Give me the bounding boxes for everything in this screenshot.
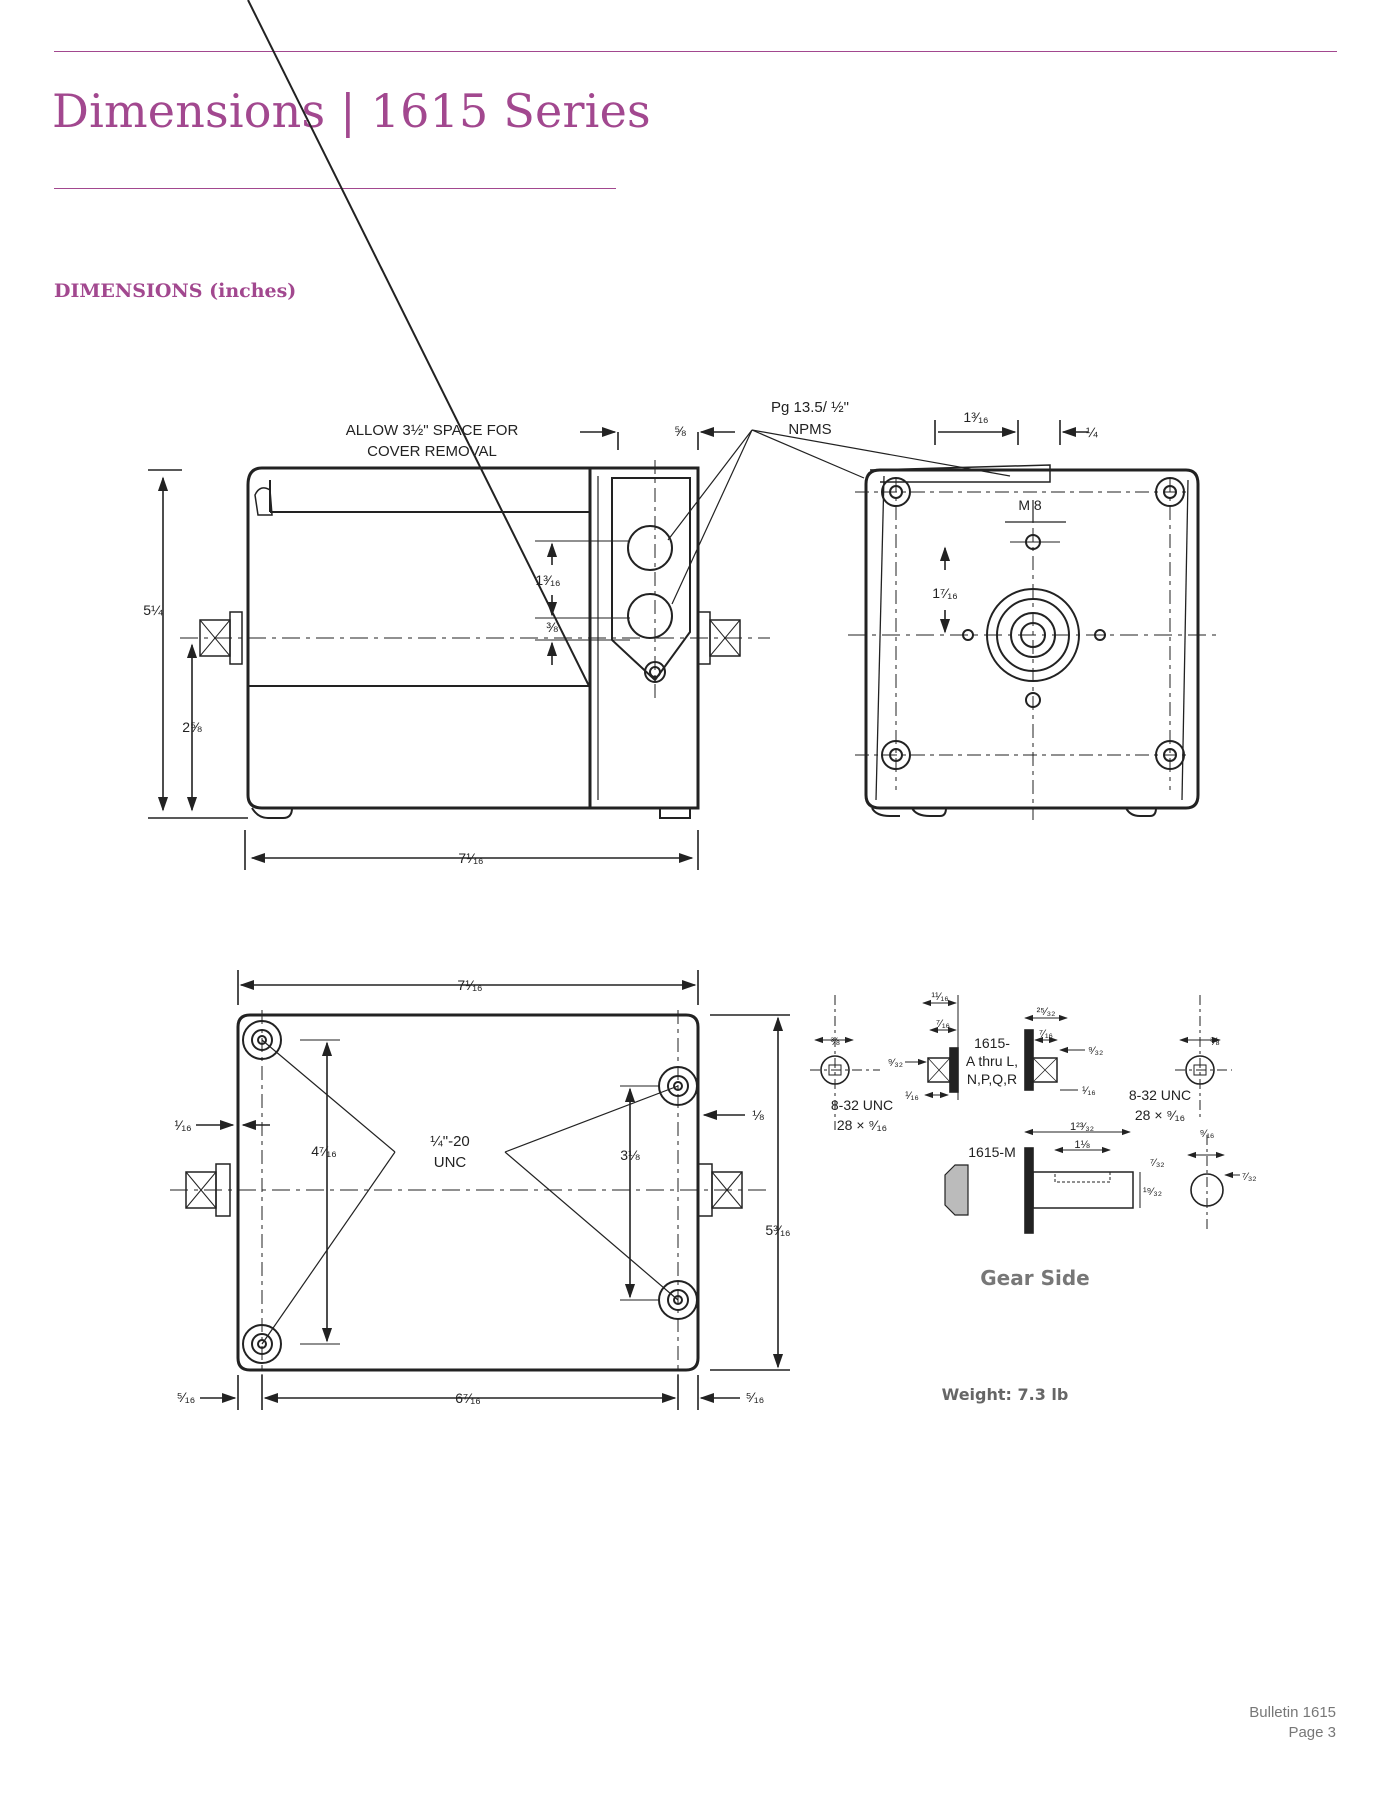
model-m-label: 1615-M (968, 1144, 1015, 1160)
bottom-view (170, 1010, 770, 1380)
cover-note-line2: COVER REMOVAL (367, 443, 497, 460)
header-rule (54, 51, 1337, 52)
dim-side-length: 7¹⁄₁₆ (458, 850, 483, 866)
side-view (180, 0, 770, 819)
gear-dim-9-32-left: ⁹⁄₃₂ (888, 1057, 903, 1069)
footer-bulletin: Bulletin 1615 (1249, 1704, 1336, 1721)
model-a-line1: 1615- (974, 1035, 1010, 1051)
thread-m8: M 8 (1018, 497, 1042, 513)
gear-dim-19-32: ¹⁹⁄₃₂ (1143, 1186, 1162, 1198)
bottom-view-dimensions (196, 970, 790, 1410)
dim-right-hole-spacing: 3⅛ (620, 1147, 640, 1163)
side-view-dimensions (148, 426, 1011, 870)
dim-right-inset: ⅛ (752, 1107, 764, 1123)
dim-left-hole-spacing: 4⁷⁄₁₆ (311, 1143, 337, 1159)
page-title: Dimensions | 1615 Series (52, 84, 651, 138)
cover-note-line1: ALLOW 3½" SPACE FOR (346, 422, 519, 439)
dim-height-to-shaft: 1⁷⁄₁₆ (932, 585, 958, 601)
gear-side-drawing (810, 995, 1240, 1234)
conduit-label-line1: Pg 13.5/ ½" (771, 399, 849, 416)
dim-bottom-width: 5³⁄₁₆ (765, 1222, 790, 1238)
thread-right-line2: 28 × ⁹⁄₁₆ (1135, 1107, 1185, 1123)
gear-dim-3-8-left: ⅜ (830, 1036, 840, 1048)
gear-side-title: Gear Side (980, 1266, 1089, 1290)
gear-dim-9-16: ⁹⁄₁₆ (1200, 1128, 1215, 1140)
thread-callout-line2: UNC (434, 1154, 467, 1171)
gear-dim-9-32-right: ⁹⁄₃₂ (1088, 1045, 1103, 1057)
page-footer: Bulletin 1615 Page 3 (1249, 1703, 1336, 1743)
dim-bottom-left-offset: ⁵⁄₁₆ (177, 1389, 196, 1405)
conduit-label-line2: NPMS (788, 421, 831, 438)
dim-top-width: 1³⁄₁₆ (963, 409, 988, 425)
gear-dim-11-16: ¹¹⁄₁₆ (931, 991, 948, 1003)
gear-dim-3-8-right: ⅜ (1210, 1036, 1220, 1048)
dim-bottom-length: 7¹⁄₁₆ (457, 977, 482, 993)
end-view-dimensions (934, 420, 1088, 634)
dim-bottom-right-offset: ⁵⁄₁₆ (746, 1389, 765, 1405)
gear-dim-7-16-right: ⁷⁄₁₆ (1039, 1028, 1053, 1040)
dim-height-total: 5¼ (143, 602, 163, 618)
gear-dim-7-16-left: ⁷⁄₁₆ (936, 1018, 950, 1030)
dim-left-inset: ¹⁄₁₆ (174, 1117, 191, 1133)
footer-page-number: Page 3 (1288, 1724, 1336, 1741)
dim-conduit-offset: ⅝ (674, 423, 686, 439)
gear-dim-1-16-left: ¹⁄₁₆ (905, 1090, 919, 1102)
gear-dim-7-32-b: ⁷⁄₃₂ (1242, 1171, 1257, 1183)
gear-dim-7-32-a: ⁷⁄₃₂ (1150, 1157, 1165, 1169)
dim-height-axis: 2⅝ (182, 719, 202, 735)
gear-dim-25-32: ²⁵⁄₃₂ (1037, 1006, 1056, 1018)
thread-left-line2: 28 × ⁹⁄₁₆ (837, 1117, 887, 1133)
section-heading: DIMENSIONS (inches) (54, 280, 297, 302)
weight-label: Weight: 7.3 lb (942, 1385, 1069, 1404)
thread-left-line1: 8-32 UNC (831, 1097, 893, 1113)
model-a-line2: A thru L, (966, 1053, 1018, 1069)
gear-dim-1-23-32: 1²³⁄₃₂ (1070, 1121, 1094, 1133)
gear-dim-1-16-right: ¹⁄₁₆ (1082, 1085, 1096, 1097)
title-underline (54, 188, 616, 189)
dim-port-spacing: 1³⁄₁₆ (535, 572, 560, 588)
thread-right-line1: 8-32 UNC (1129, 1087, 1191, 1103)
gear-dim-1-1-8: 1⅛ (1074, 1139, 1090, 1151)
end-view (848, 464, 1220, 820)
dim-port-offset: ⅜ (546, 619, 558, 635)
model-a-line3: N,P,Q,R (967, 1071, 1017, 1087)
thread-callout-line1: ¼"-20 (430, 1133, 470, 1150)
dim-top-edge: ¼ (1086, 424, 1098, 440)
dim-bottom-span: 6⁷⁄₁₆ (455, 1390, 481, 1406)
